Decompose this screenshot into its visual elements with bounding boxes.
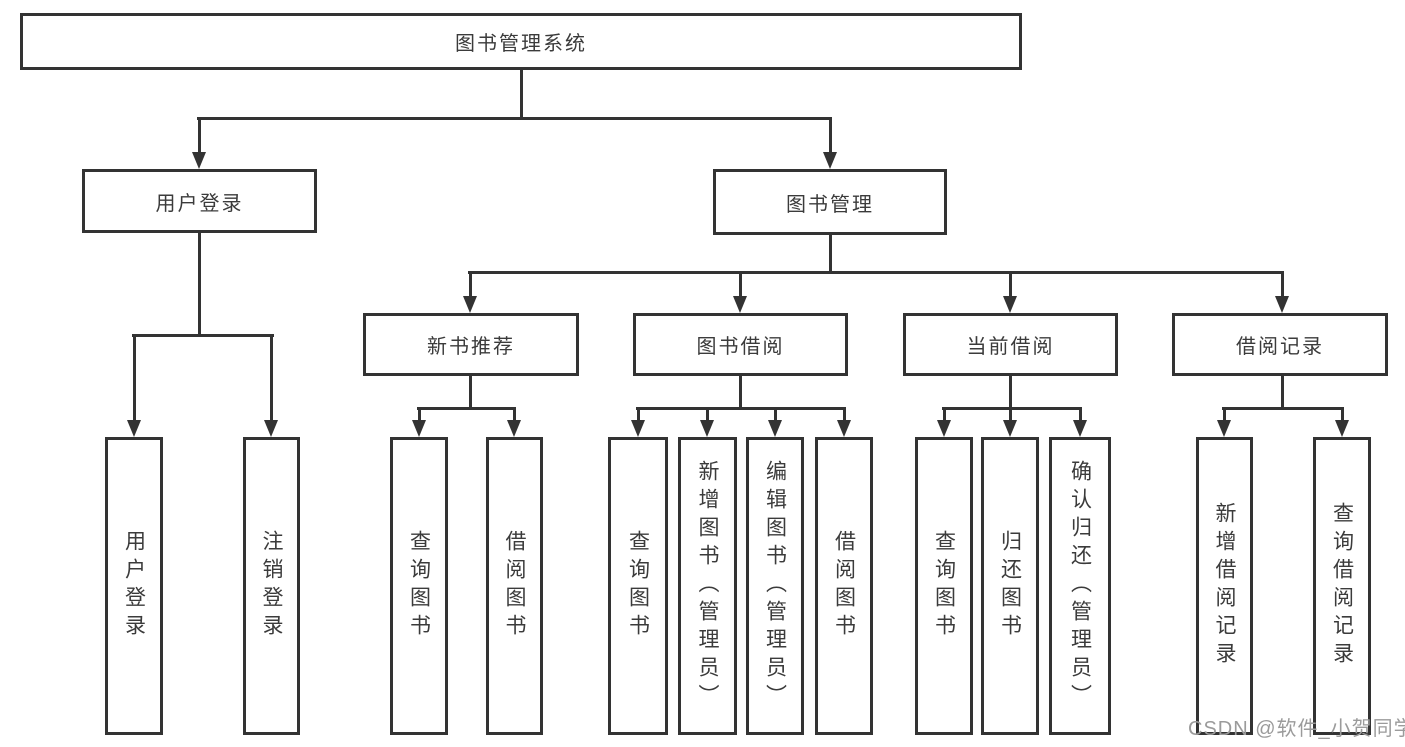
node-leaf-current-query-books: 查询图书 xyxy=(915,437,973,735)
node-current-borrow: 当前借阅 xyxy=(903,313,1118,376)
node-leaf-confirm-return-admin: 确认归还（管理员） xyxy=(1049,437,1111,735)
arrow-down-icon xyxy=(1003,420,1017,437)
arrow-down-icon xyxy=(700,420,714,437)
connector-stem xyxy=(1341,407,1344,422)
connector-rail-level2 xyxy=(197,117,832,120)
connector-rail-user-login xyxy=(132,334,274,337)
connector-stem xyxy=(774,407,777,422)
arrow-down-icon xyxy=(733,296,747,313)
connector-stem xyxy=(843,407,846,422)
connector-stem xyxy=(1281,271,1284,298)
connector-stem xyxy=(270,334,273,422)
arrow-down-icon xyxy=(768,420,782,437)
connector-stem xyxy=(1223,407,1226,422)
arrow-down-icon xyxy=(463,296,477,313)
node-leaf-add-borrow-record: 新增借阅记录 xyxy=(1196,437,1253,735)
connector-stem xyxy=(198,117,201,153)
csdn-watermark: CSDN @软件_小贺同学 xyxy=(1188,718,1405,740)
arrow-down-icon xyxy=(264,420,278,437)
arrow-down-icon xyxy=(1003,296,1017,313)
node-leaf-borrow-books: 借阅图书 xyxy=(815,437,873,735)
node-leaf-add-books-admin: 新增图书（管理员） xyxy=(678,437,737,735)
connector-stem xyxy=(739,271,742,298)
connector-stem xyxy=(943,407,946,422)
connector-stem xyxy=(1009,407,1012,422)
connector-trunk xyxy=(1281,374,1284,410)
arrow-down-icon xyxy=(1275,296,1289,313)
node-book-borrow: 图书借阅 xyxy=(633,313,848,376)
connector-stem xyxy=(513,407,516,422)
connector-rail xyxy=(1222,407,1344,410)
node-new-book-recommend: 新书推荐 xyxy=(363,313,579,376)
connector-rail xyxy=(636,407,846,410)
connector-stem xyxy=(829,117,832,153)
connector-trunk xyxy=(739,374,742,410)
connector-user-login-trunk xyxy=(198,231,201,337)
connector-trunk xyxy=(1009,374,1012,410)
connector-stem xyxy=(418,407,421,422)
connector-stem xyxy=(133,334,136,422)
node-leaf-borrow-query-books: 查询图书 xyxy=(608,437,668,735)
arrow-down-icon xyxy=(631,420,645,437)
node-user-login: 用户登录 xyxy=(82,169,317,233)
node-leaf-query-borrow-record: 查询借阅记录 xyxy=(1313,437,1371,735)
arrow-down-icon xyxy=(837,420,851,437)
connector-stem xyxy=(637,407,640,422)
node-leaf-recommend-borrow-books: 借阅图书 xyxy=(486,437,543,735)
node-book-management: 图书管理 xyxy=(713,169,947,235)
arrow-down-icon xyxy=(127,420,141,437)
connector-book-management-trunk xyxy=(829,233,832,274)
connector-stem xyxy=(1079,407,1082,422)
node-leaf-user-login: 用户登录 xyxy=(105,437,163,735)
connector-root-trunk xyxy=(520,68,523,119)
connector-stem xyxy=(469,271,472,298)
arrow-down-icon xyxy=(1335,420,1349,437)
connector-rail xyxy=(417,407,516,410)
arrow-down-icon xyxy=(1073,420,1087,437)
arrow-down-icon xyxy=(192,152,206,169)
node-leaf-logout: 注销登录 xyxy=(243,437,300,735)
arrow-down-icon xyxy=(412,420,426,437)
arrow-down-icon xyxy=(823,152,837,169)
node-leaf-return-books: 归还图书 xyxy=(981,437,1039,735)
arrow-down-icon xyxy=(937,420,951,437)
connector-trunk xyxy=(469,374,472,410)
connector-stem xyxy=(1009,271,1012,298)
connector-rail xyxy=(942,407,1082,410)
node-leaf-recommend-query-books: 查询图书 xyxy=(390,437,448,735)
node-root: 图书管理系统 xyxy=(20,13,1022,70)
connector-rail-level3 xyxy=(468,271,1284,274)
node-leaf-edit-books-admin: 编辑图书（管理员） xyxy=(746,437,804,735)
arrow-down-icon xyxy=(507,420,521,437)
connector-stem xyxy=(706,407,709,422)
node-borrow-records: 借阅记录 xyxy=(1172,313,1388,376)
arrow-down-icon xyxy=(1217,420,1231,437)
